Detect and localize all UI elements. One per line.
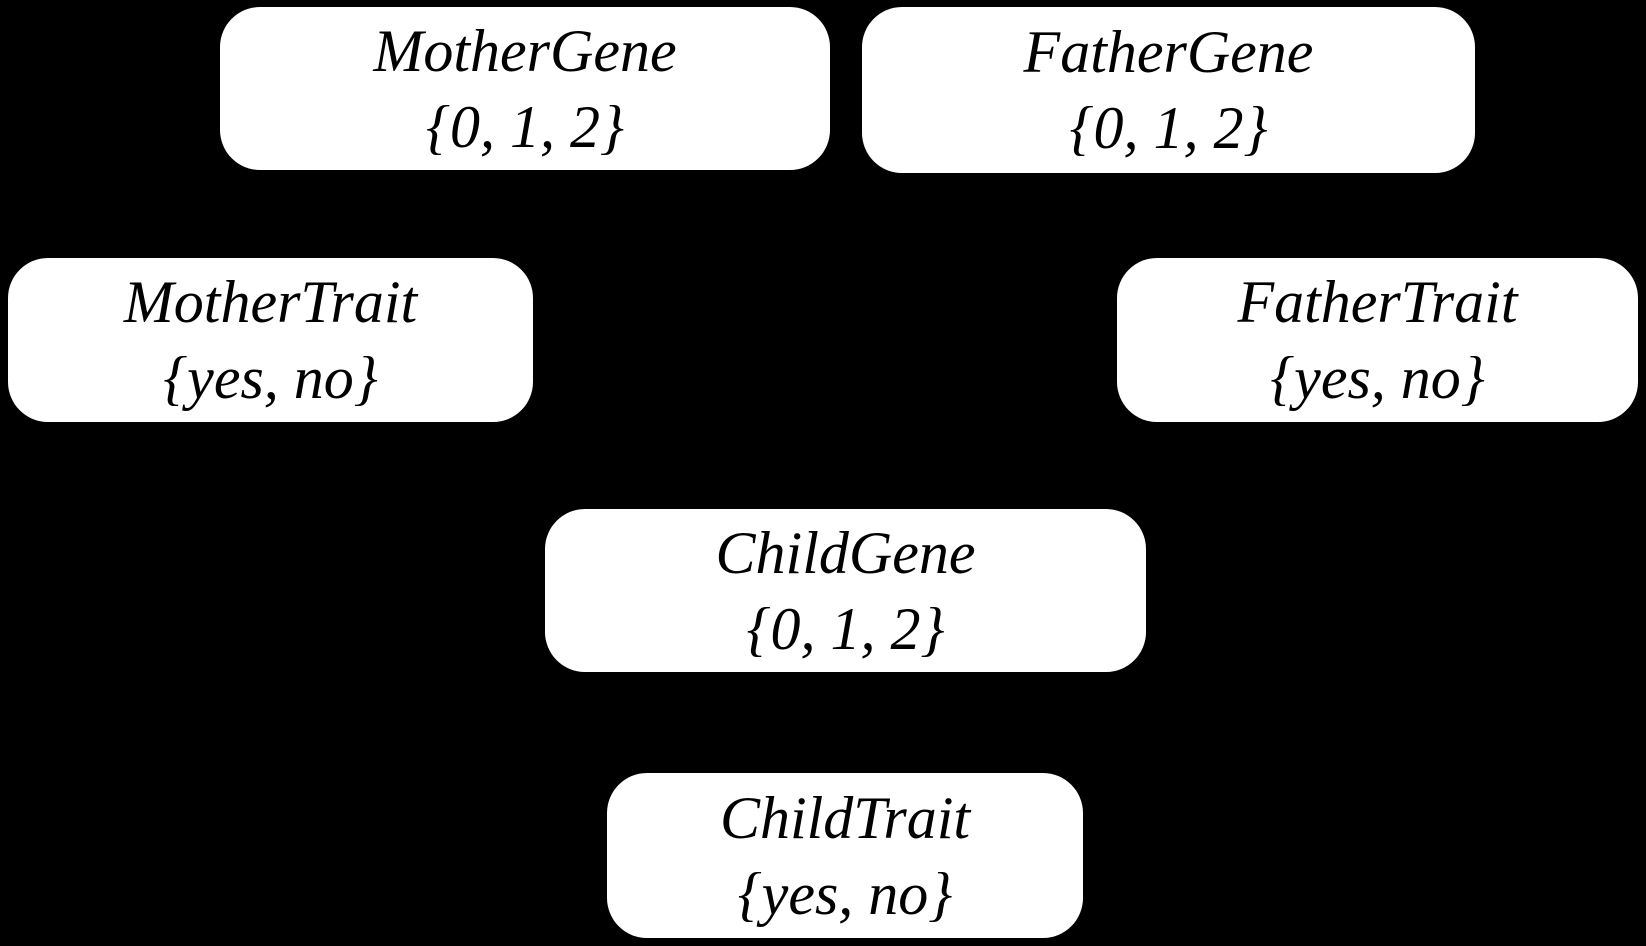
- node-mother-gene-domain: {0, 1, 2}: [426, 93, 624, 160]
- node-mother-gene: MotherGene {0, 1, 2}: [220, 7, 830, 170]
- node-father-trait-title: FatherTrait: [1237, 269, 1518, 335]
- node-child-trait: ChildTrait {yes, no}: [607, 773, 1083, 938]
- node-child-gene-title: ChildGene: [715, 519, 976, 586]
- node-child-trait-domain: {yes, no}: [737, 860, 953, 927]
- node-child-gene: ChildGene {0, 1, 2}: [545, 509, 1146, 672]
- node-child-gene-domain: {0, 1, 2}: [746, 595, 945, 662]
- node-mother-gene-title: MotherGene: [373, 17, 677, 84]
- node-father-gene: FatherGene {0, 1, 2}: [862, 7, 1475, 173]
- node-child-trait-title: ChildTrait: [719, 784, 971, 851]
- node-father-trait: FatherTrait {yes, no}: [1117, 258, 1638, 422]
- node-father-gene-domain: {0, 1, 2}: [1069, 95, 1268, 161]
- node-father-trait-domain: {yes, no}: [1270, 345, 1485, 411]
- node-mother-trait-title: MotherTrait: [123, 269, 418, 335]
- node-mother-trait-domain: {yes, no}: [163, 345, 378, 411]
- node-mother-trait: MotherTrait {yes, no}: [8, 258, 533, 422]
- node-father-gene-title: FatherGene: [1023, 19, 1314, 85]
